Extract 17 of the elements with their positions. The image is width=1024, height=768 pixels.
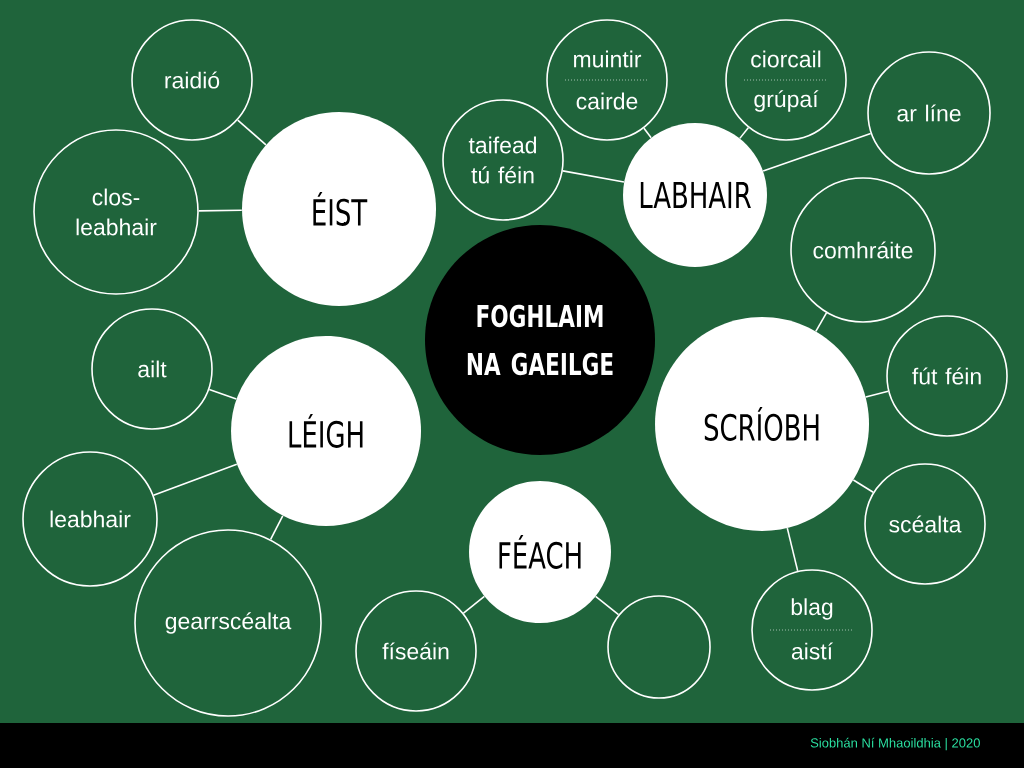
idea-circle <box>607 595 711 699</box>
connector-line <box>739 126 750 140</box>
connector-line <box>269 515 284 541</box>
connector-line <box>594 595 620 616</box>
connector-line <box>864 390 889 398</box>
connector-line <box>852 479 874 493</box>
connector-line <box>198 209 243 212</box>
connector-line <box>786 527 799 572</box>
connector-line <box>562 170 625 183</box>
connector-line <box>643 127 652 139</box>
connector-line <box>762 132 872 172</box>
connector-line <box>152 463 238 497</box>
connector-line <box>815 312 828 333</box>
connector-line <box>236 119 267 146</box>
footer-bar: Siobhán Ní Mhaoildhia | 2020 <box>0 723 1024 768</box>
connector-line <box>462 595 486 614</box>
connector-line <box>208 388 238 400</box>
